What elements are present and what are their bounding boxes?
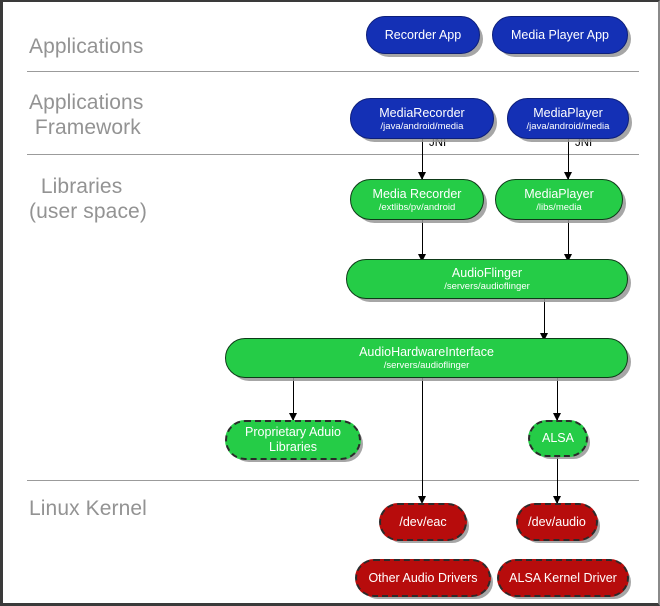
node-subtitle: /extlibs/pv/android (378, 201, 456, 213)
node-subtitle: /libs/media (536, 201, 582, 213)
node-title: MediaPlayer (533, 105, 603, 120)
arrow-hwinterface-to-alsa (552, 413, 561, 421)
connector-mediaplayer-to-audioflinger (568, 220, 569, 262)
node-mediaplayer-framework[interactable]: MediaPlayer /java/android/media (507, 98, 629, 139)
connector-hwinterface-to-proprietary (293, 378, 294, 420)
arrow-media-recorder-to-audioflinger (417, 254, 426, 262)
node-title: MediaPlayer (524, 186, 594, 201)
node-audioflinger[interactable]: AudioFlinger /servers/audioflinger (346, 259, 628, 299)
node-title: AudioFlinger (451, 266, 523, 280)
node-subtitle: /servers/audioflinger (383, 360, 470, 371)
separator-kernel (27, 480, 639, 481)
connector-mediaplayer-to-lib (568, 139, 569, 179)
node-other-audio-drivers[interactable]: Other Audio Drivers (355, 559, 491, 597)
node-title: /dev/eac (399, 514, 447, 529)
node-alsa-kernel-driver[interactable]: ALSA Kernel Driver (497, 559, 629, 597)
node-title: ALSA (542, 431, 574, 445)
node-alsa[interactable]: ALSA (528, 420, 588, 457)
node-title: Proprietary Aduio Libraries (245, 425, 341, 454)
layer-label-applications: Applications (29, 35, 144, 58)
connector-audioflinger-to-hwinterface (544, 299, 545, 343)
node-title: MediaRecorder (379, 105, 465, 120)
node-media-player-app[interactable]: Media Player App (492, 16, 628, 54)
node-title: /dev/audio (528, 514, 586, 529)
layer-label-libraries: Libraries (user space) (29, 175, 147, 223)
layer-label-applications-framework: Applications Framework (29, 91, 144, 139)
connector-hwinterface-to-dev-eac (422, 378, 423, 502)
node-audiohardwareinterface[interactable]: AudioHardwareInterface /servers/audiofli… (225, 338, 628, 378)
node-subtitle: /servers/audioflinger (444, 281, 530, 292)
connector-label-jni-player: JNI (575, 137, 593, 149)
node-dev-eac[interactable]: /dev/eac (379, 503, 467, 541)
node-title: AudioHardwareInterface (359, 345, 494, 359)
node-dev-audio[interactable]: /dev/audio (516, 503, 598, 541)
node-subtitle: /java/android/media (380, 120, 464, 132)
node-mediarecorder-framework[interactable]: MediaRecorder /java/android/media (350, 98, 494, 139)
node-proprietary-audio-libs[interactable]: Proprietary Aduio Libraries (225, 420, 361, 460)
node-title: Recorder App (384, 27, 462, 42)
node-title: Media Player App (511, 27, 609, 42)
layer-label-linux-kernel: Linux Kernel (29, 497, 147, 520)
connector-hwinterface-to-alsa (557, 378, 558, 420)
node-recorder-app[interactable]: Recorder App (366, 16, 480, 54)
node-title: Media Recorder (372, 186, 462, 201)
arrow-hwinterface-to-dev-eac (417, 496, 426, 504)
arrow-audioflinger-to-hwinterface (539, 333, 548, 341)
connector-alsa-to-dev-audio (557, 457, 558, 503)
connector-media-recorder-to-audioflinger (422, 220, 423, 262)
node-title: Other Audio Drivers (368, 570, 478, 585)
node-mediaplayer-lib[interactable]: MediaPlayer /libs/media (495, 179, 623, 220)
connector-label-jni-recorder: JNI (429, 137, 447, 149)
separator-framework (27, 154, 639, 155)
node-title: ALSA Kernel Driver (509, 570, 617, 585)
arrow-alsa-to-dev-audio (552, 496, 561, 504)
arrow-mediaplayer-to-audioflinger (563, 254, 572, 262)
node-media-recorder-lib[interactable]: Media Recorder /extlibs/pv/android (350, 179, 484, 220)
arrow-mediarecorder-to-lib (417, 172, 426, 180)
connector-mediarecorder-to-lib (422, 139, 423, 179)
node-subtitle: /java/android/media (526, 120, 610, 132)
arrow-mediaplayer-to-lib (563, 172, 572, 180)
separator-applications (27, 71, 639, 72)
arrow-hwinterface-to-proprietary (288, 413, 297, 421)
